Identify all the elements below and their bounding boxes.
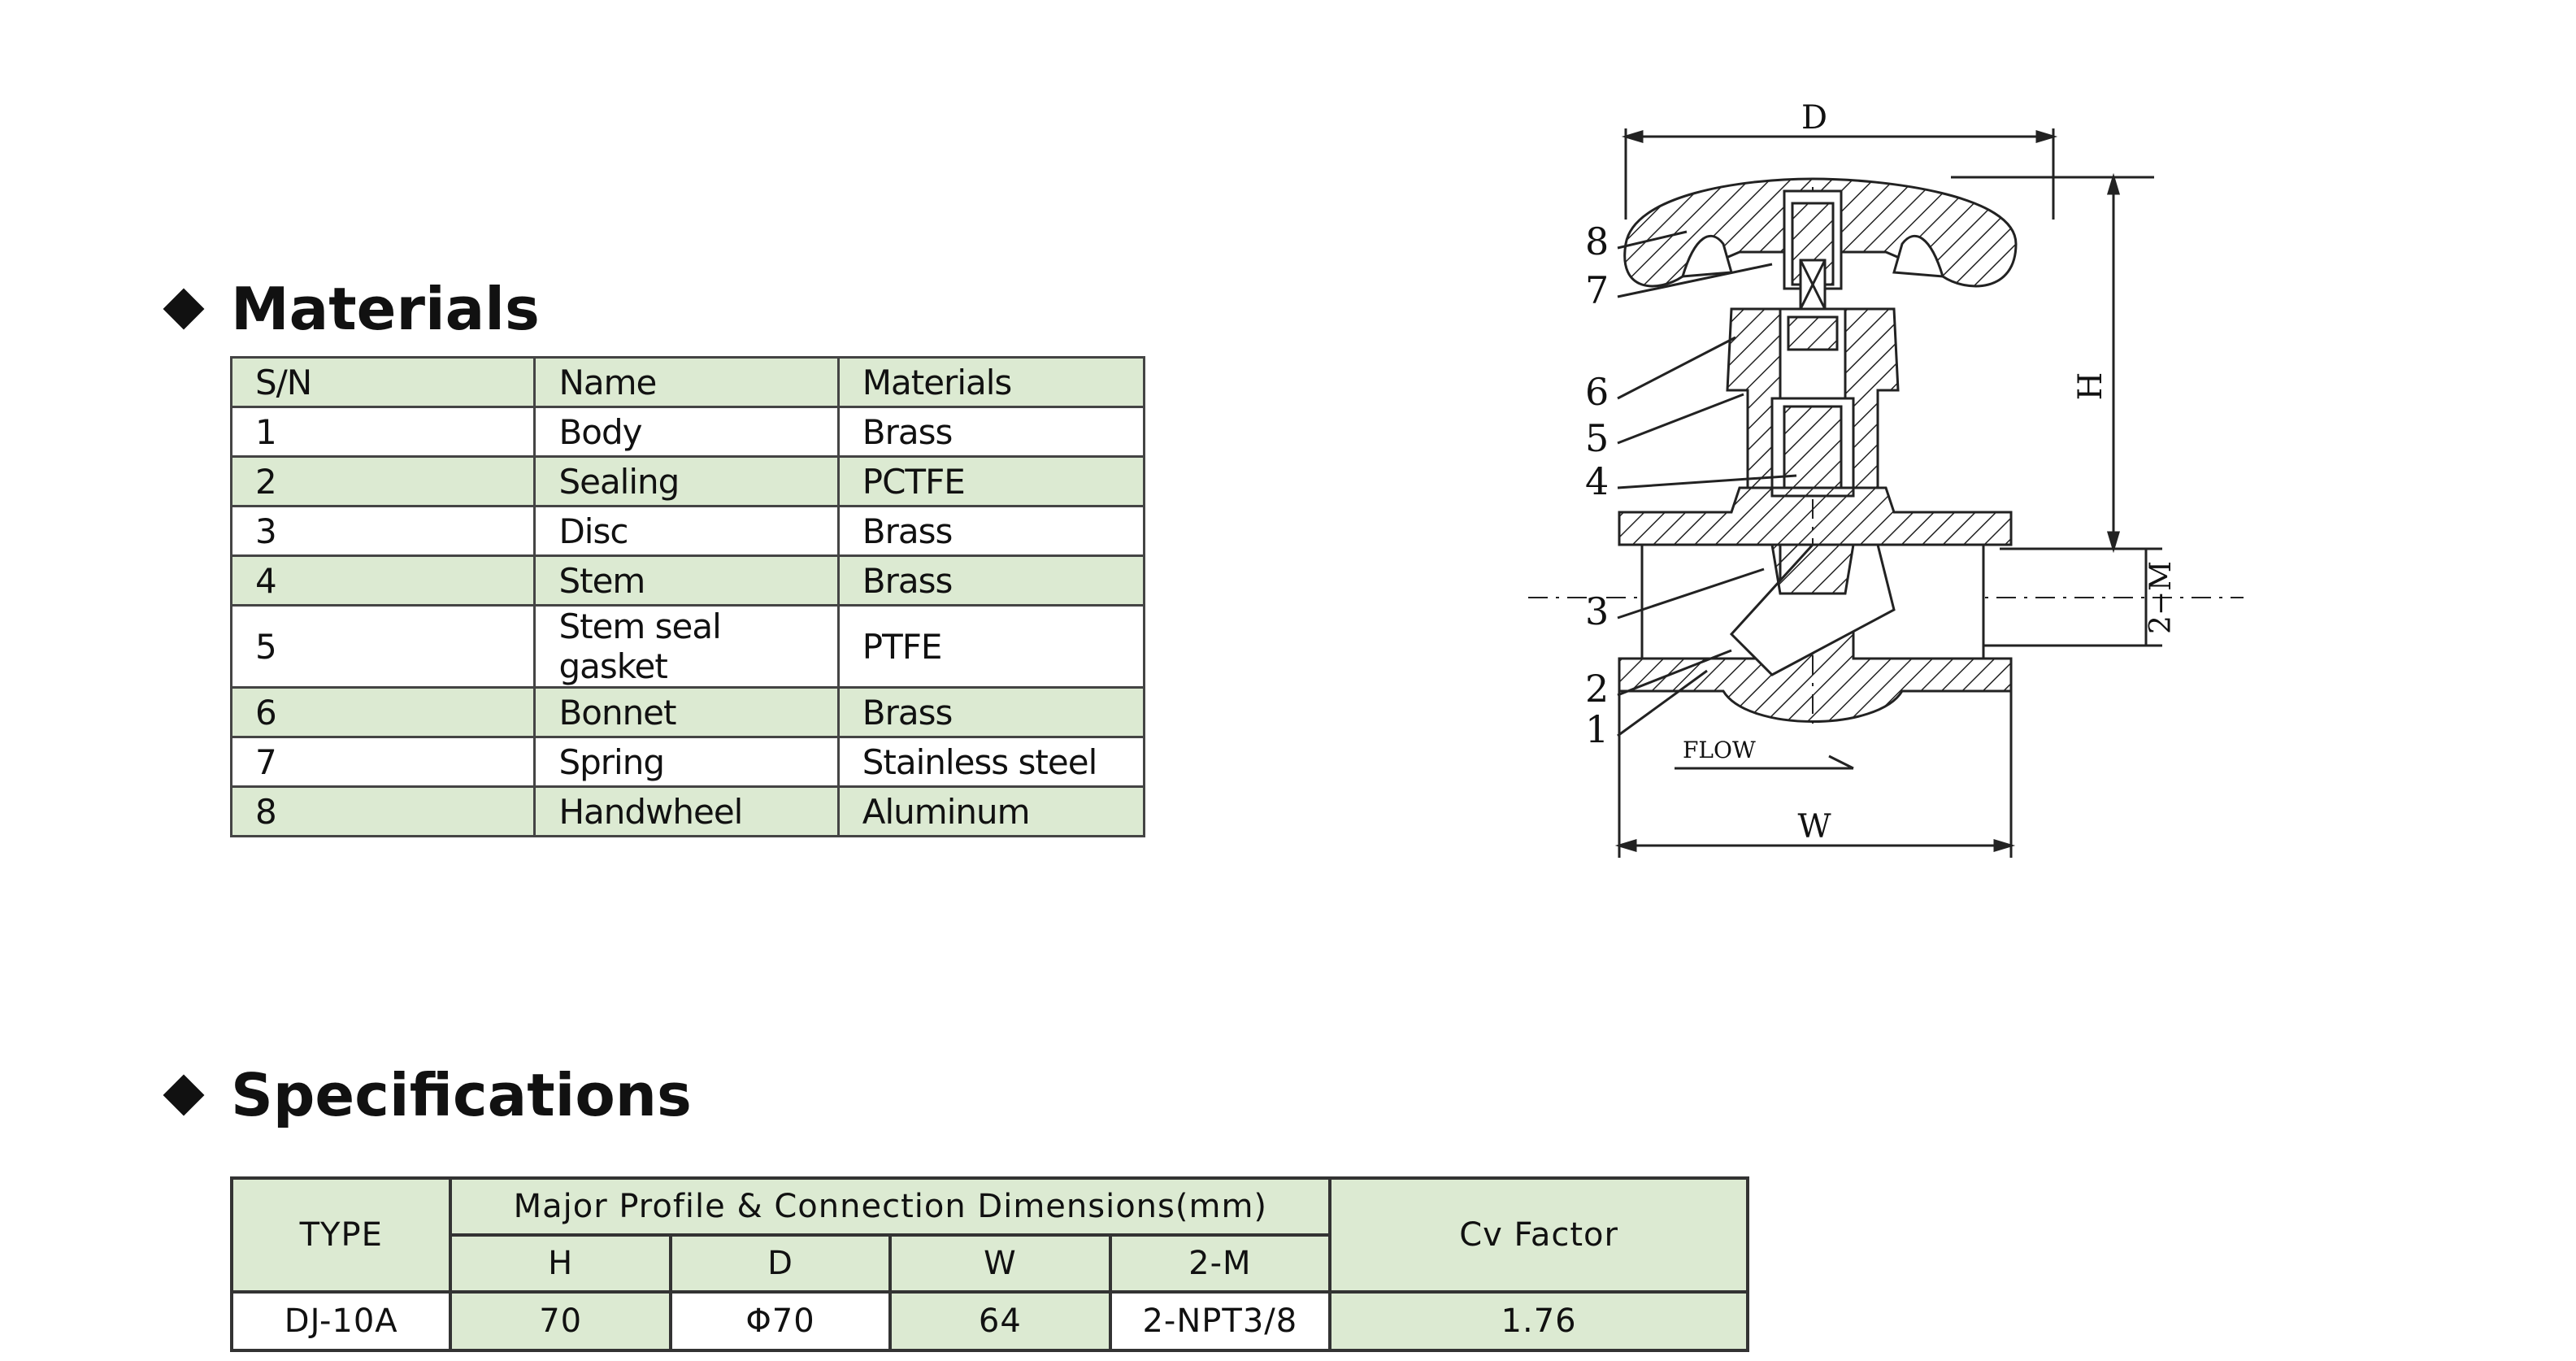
- cell-cv: 1.76: [1328, 1290, 1749, 1352]
- dimension-label-h: H: [2072, 372, 2109, 401]
- materials-heading-text: Materials: [231, 275, 540, 343]
- cell-name: Sealing: [533, 455, 840, 507]
- specifications-table: TYPE Major Profile & Connection Dimensio…: [229, 1176, 1749, 1352]
- materials-heading: Materials: [159, 275, 540, 343]
- cell-material: PTFE: [836, 604, 1146, 689]
- callout-number: 6: [1585, 370, 1609, 414]
- cell-sn: 7: [229, 736, 536, 788]
- cell-type: DJ-10A: [229, 1290, 453, 1352]
- callout-number: 1: [1585, 707, 1609, 751]
- diamond-bullet-icon: [163, 288, 205, 330]
- table-row: DJ-10A 70 Φ70 64 2-NPT3/8 1.76: [229, 1290, 1749, 1352]
- column-header-2m: 2-M: [1108, 1233, 1332, 1294]
- table-header-row: S/N Name Materials: [229, 356, 1146, 408]
- table-row: 3 Disc Brass: [229, 505, 1146, 557]
- callout-number: 2: [1585, 667, 1609, 711]
- callout-number: 8: [1585, 220, 1609, 263]
- cell-material: Aluminum: [836, 785, 1146, 837]
- column-header: Name: [533, 356, 840, 408]
- dimension-label-d: D: [1801, 99, 1827, 137]
- cell-material: Brass: [836, 406, 1146, 458]
- cell-d: Φ70: [668, 1290, 893, 1352]
- cell-sn: 2: [229, 455, 536, 507]
- table-row: 1 Body Brass: [229, 406, 1146, 458]
- cell-name: Disc: [533, 505, 840, 557]
- callout-number: 3: [1585, 589, 1609, 633]
- cell-sn: 5: [229, 604, 536, 689]
- dimension-label-2m: 2−M: [2144, 561, 2178, 634]
- callout-number: 4: [1585, 459, 1609, 503]
- column-header-w: W: [888, 1233, 1112, 1294]
- cell-name: Bonnet: [533, 686, 840, 738]
- table-row: 2 Sealing PCTFE: [229, 455, 1146, 507]
- cv-factor-header: Cv Factor: [1328, 1176, 1749, 1294]
- table-row: 4 Stem Brass: [229, 554, 1146, 607]
- dimensions-group-header: Major Profile & Connection Dimensions(mm…: [449, 1176, 1332, 1237]
- callout-number: 7: [1585, 268, 1609, 312]
- dimension-label-w: W: [1797, 808, 1831, 846]
- table-row: 6 Bonnet Brass: [229, 686, 1146, 738]
- table-row: 7 Spring Stainless steel: [229, 736, 1146, 788]
- column-header: S/N: [229, 356, 536, 408]
- cell-name: Handwheel: [533, 785, 840, 837]
- diamond-bullet-icon: [163, 1074, 205, 1116]
- table-row: 8 Handwheel Aluminum: [229, 785, 1146, 837]
- cell-material: Stainless steel: [836, 736, 1146, 788]
- column-header-h: H: [449, 1233, 672, 1294]
- cell-sn: 8: [229, 785, 536, 837]
- cell-w: 64: [888, 1290, 1112, 1352]
- cell-sn: 6: [229, 686, 536, 738]
- cell-name: Body: [533, 406, 840, 458]
- materials-table: S/N Name Materials 1 Body Brass 2 Sealin…: [229, 356, 1146, 837]
- flow-label: FLOW: [1683, 737, 1756, 763]
- cell-sn: 4: [229, 554, 536, 607]
- cell-name: Spring: [533, 736, 840, 788]
- cell-material: Brass: [836, 554, 1146, 607]
- table-row: 5 Stem seal gasket PTFE: [229, 604, 1146, 689]
- cell-h: 70: [449, 1290, 672, 1352]
- cell-name: Stem: [533, 554, 840, 607]
- cell-name: Stem seal gasket: [533, 604, 840, 689]
- specifications-heading: Specifications: [159, 1061, 692, 1129]
- type-header: TYPE: [229, 1176, 453, 1294]
- cell-sn: 3: [229, 505, 536, 557]
- valve-cross-section-diagram: D H 2−M W FLOW 8 7 6 5 4 3 2 1: [1528, 99, 2244, 858]
- cell-material: Brass: [836, 686, 1146, 738]
- specifications-heading-text: Specifications: [231, 1061, 692, 1129]
- column-header: Materials: [836, 356, 1146, 408]
- cell-material: Brass: [836, 505, 1146, 557]
- callout-number: 5: [1585, 416, 1609, 460]
- column-header-d: D: [668, 1233, 893, 1294]
- cell-2m: 2-NPT3/8: [1108, 1290, 1332, 1352]
- cell-material: PCTFE: [836, 455, 1146, 507]
- cell-sn: 1: [229, 406, 536, 458]
